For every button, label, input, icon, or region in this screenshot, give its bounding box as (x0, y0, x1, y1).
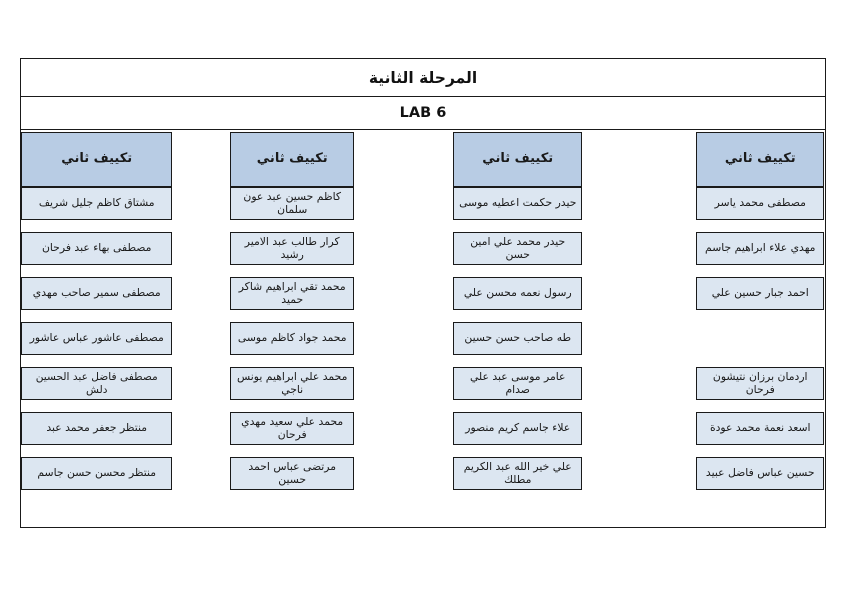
table-row: مصطفى سمير صاحب مهدي (21, 277, 173, 310)
table-title-row: المرحلة الثانية (21, 59, 825, 97)
table-row: كاظم حسين عبد عون سلمان (230, 187, 354, 220)
column-header-2: تكييف ثاني (230, 132, 354, 187)
table-row: طه صاحب حسن حسين (452, 322, 583, 355)
table-row: مصطفى فاضل عبد الحسين دلش (21, 367, 173, 400)
table-row: علاء جاسم كريم منصور (452, 412, 583, 445)
page-title: المرحلة الثانية (368, 68, 478, 87)
table-row: كرار طالب عبد الامير رشيد (230, 232, 354, 265)
table-row-empty (696, 322, 824, 355)
table-row: منتظر محسن حسن جاسم (21, 457, 173, 490)
roster-column-2: تكييف ثاني كاظم حسين عبد عون سلمان كرار … (224, 130, 451, 525)
table-row: اسعد نعمة محمد عودة (696, 412, 824, 445)
table-row: منتظر جعفر محمد عبد (21, 412, 173, 445)
roster-column-4: تكييف ثاني مصطفى محمد ياسر مهدي علاء ابر… (676, 130, 825, 525)
table-row: مصطفى بهاء عبد فرحان (21, 232, 173, 265)
roster-columns: تكييف ثاني مشتاق كاظم جليل شريف مصطفى به… (21, 130, 825, 525)
table-row: حسين عباس فاضل عبيد (696, 457, 824, 490)
table-row: احمد جبار حسين علي (696, 277, 824, 310)
lab-label: LAB 6 (399, 105, 447, 121)
table-row: محمد تقي ابراهيم شاكر حميد (230, 277, 354, 310)
table-row: مصطفى محمد ياسر (696, 187, 824, 220)
column-header-3: تكييف ثاني (452, 132, 583, 187)
table-row: مشتاق كاظم جليل شريف (21, 187, 173, 220)
table-row: محمد علي سعيد مهدي فرحان (230, 412, 354, 445)
table-row: مصطفى عاشور عباس عاشور (21, 322, 173, 355)
column-header-1: تكييف ثاني (21, 132, 173, 187)
table-row: مرتضى عباس احمد حسين (230, 457, 354, 490)
table-row: محمد جواد كاظم موسى (230, 322, 354, 355)
table-row: اردمان برزان نتيشون فرحان (696, 367, 824, 400)
student-roster-table: المرحلة الثانية LAB 6 تكييف ثاني مشتاق ك… (20, 58, 826, 528)
table-row: عامر موسى عبد علي صدام (452, 367, 583, 400)
table-subtitle-row: LAB 6 (21, 97, 825, 130)
roster-column-3: تكييف ثاني حيدر حكمت اعطيه موسى حيدر محم… (451, 130, 677, 525)
table-row: محمد علي ابراهيم يونس ناجي (230, 367, 354, 400)
roster-column-1: تكييف ثاني مشتاق كاظم جليل شريف مصطفى به… (21, 130, 224, 525)
table-row: رسول نعمه محسن علي (452, 277, 583, 310)
table-row: حيدر حكمت اعطيه موسى (452, 187, 583, 220)
column-header-4: تكييف ثاني (696, 132, 824, 187)
table-row: علي خير الله عبد الكريم مطلك (452, 457, 583, 490)
table-row: مهدي علاء ابراهيم جاسم (696, 232, 824, 265)
table-row: حيدر محمد علي امين حسن (452, 232, 583, 265)
